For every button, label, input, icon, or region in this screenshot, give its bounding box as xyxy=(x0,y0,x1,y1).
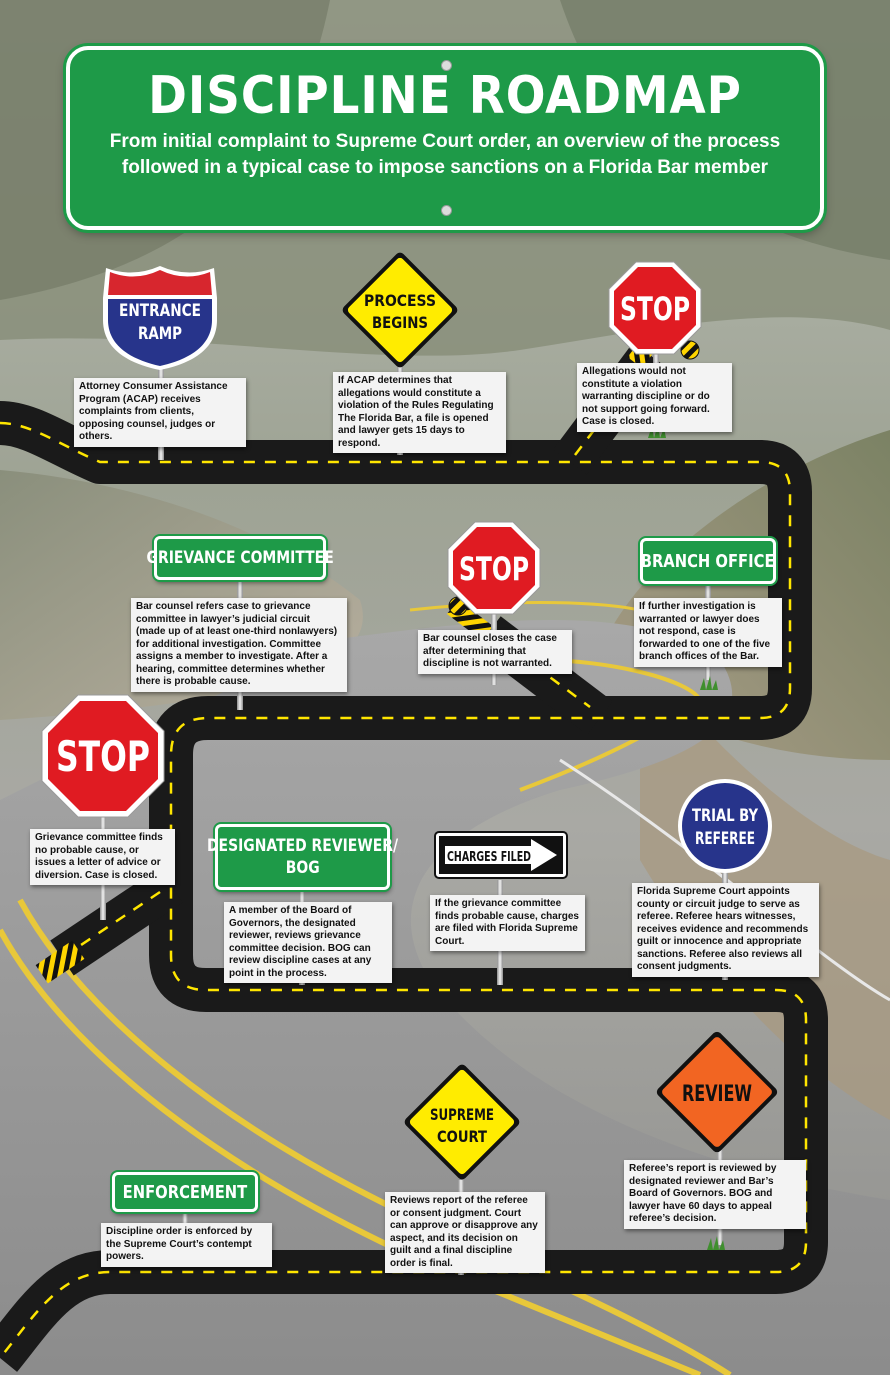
stop-sign-1: STOP xyxy=(608,261,702,355)
step-stop1-note: Allegations would not constitute a viola… xyxy=(577,363,732,432)
stop-sign-1-label: STOP xyxy=(620,290,690,328)
entrance-ramp-line2: RAMP xyxy=(138,324,182,344)
charges-filed-sign: CHARGES FILED xyxy=(434,831,568,879)
stop-sign-3-label: STOP xyxy=(56,732,150,781)
process-begins-line2: BEGINS xyxy=(372,313,428,332)
page-subtitle: From initial complaint to Supreme Court … xyxy=(90,129,800,180)
review-sign: REVIEW xyxy=(656,1031,778,1153)
supreme-line2: COURT xyxy=(437,1127,487,1146)
grievance-committee-label: GRIEVANCE COMMITTEE xyxy=(146,548,334,568)
step-enforcement-note: Discipline order is enforced by the Supr… xyxy=(101,1223,272,1267)
review-label: REVIEW xyxy=(682,1082,752,1107)
enforcement-sign: ENFORCEMENT xyxy=(112,1172,258,1212)
step-grievance-note: Bar counsel refers case to grievance com… xyxy=(131,598,347,692)
trial-line1: TRIAL BY xyxy=(692,806,759,826)
enforcement-label: ENFORCEMENT xyxy=(122,1181,248,1203)
supreme-line1: SUPREME xyxy=(430,1105,494,1124)
step-supreme-note: Reviews report of the referee or consent… xyxy=(385,1192,545,1273)
entrance-ramp-sign: ENTRANCE RAMP xyxy=(103,266,217,370)
trial-by-referee-sign: TRIAL BY REFEREE xyxy=(678,779,772,873)
grievance-committee-sign: GRIEVANCE COMMITTEE xyxy=(146,536,334,580)
subtitle-line1: From initial complaint to Supreme Court … xyxy=(109,131,781,153)
bolt-icon xyxy=(441,205,452,216)
step-charges-note: If the grievance committee finds probabl… xyxy=(430,895,585,951)
supreme-court-sign: SUPREME COURT xyxy=(404,1064,520,1180)
step-stop2-note: Bar counsel closes the case after determ… xyxy=(418,630,572,674)
trial-line2: REFEREE xyxy=(695,829,755,849)
stop-sign-2: STOP xyxy=(447,521,541,615)
entrance-ramp-line1: ENTRANCE xyxy=(119,301,201,321)
charges-filed-label: CHARGES FILED xyxy=(447,850,531,865)
step-branch-note: If further investigation is warranted or… xyxy=(634,598,782,667)
step-review-note: Referee’s report is reviewed by designat… xyxy=(624,1160,806,1229)
step-designated-note: A member of the Board of Governors, the … xyxy=(224,902,392,983)
page-title: DISCIPLINE ROADMAP xyxy=(148,66,742,126)
stop-sign-3: STOP xyxy=(41,694,165,818)
step-stop3-note: Grievance committee finds no probable ca… xyxy=(30,829,175,885)
designated-reviewer-sign: DESIGNATED REVIEWER/ BOG xyxy=(207,824,398,890)
header-sign: DISCIPLINE ROADMAP From initial complain… xyxy=(66,46,824,230)
step-trial-note: Florida Supreme Court appoints county or… xyxy=(632,883,819,977)
designated-reviewer-line1: DESIGNATED REVIEWER/ xyxy=(206,836,399,856)
process-begins-line1: PROCESS xyxy=(364,291,436,310)
branch-office-label: BRANCH OFFICE xyxy=(641,550,775,572)
step-process-note: If ACAP determines that allegations woul… xyxy=(333,372,506,453)
subtitle-line2: followed in a typical case to impose san… xyxy=(121,156,769,178)
dead-end-barrier xyxy=(35,940,85,984)
bolt-icon xyxy=(441,60,452,71)
step-entrance-note: Attorney Consumer Assistance Program (AC… xyxy=(74,378,246,447)
process-begins-sign: PROCESS BEGINS xyxy=(342,252,458,368)
designated-reviewer-line2: BOG xyxy=(285,858,320,878)
stop-sign-2-label: STOP xyxy=(459,550,529,588)
branch-office-sign: BRANCH OFFICE xyxy=(640,538,776,584)
